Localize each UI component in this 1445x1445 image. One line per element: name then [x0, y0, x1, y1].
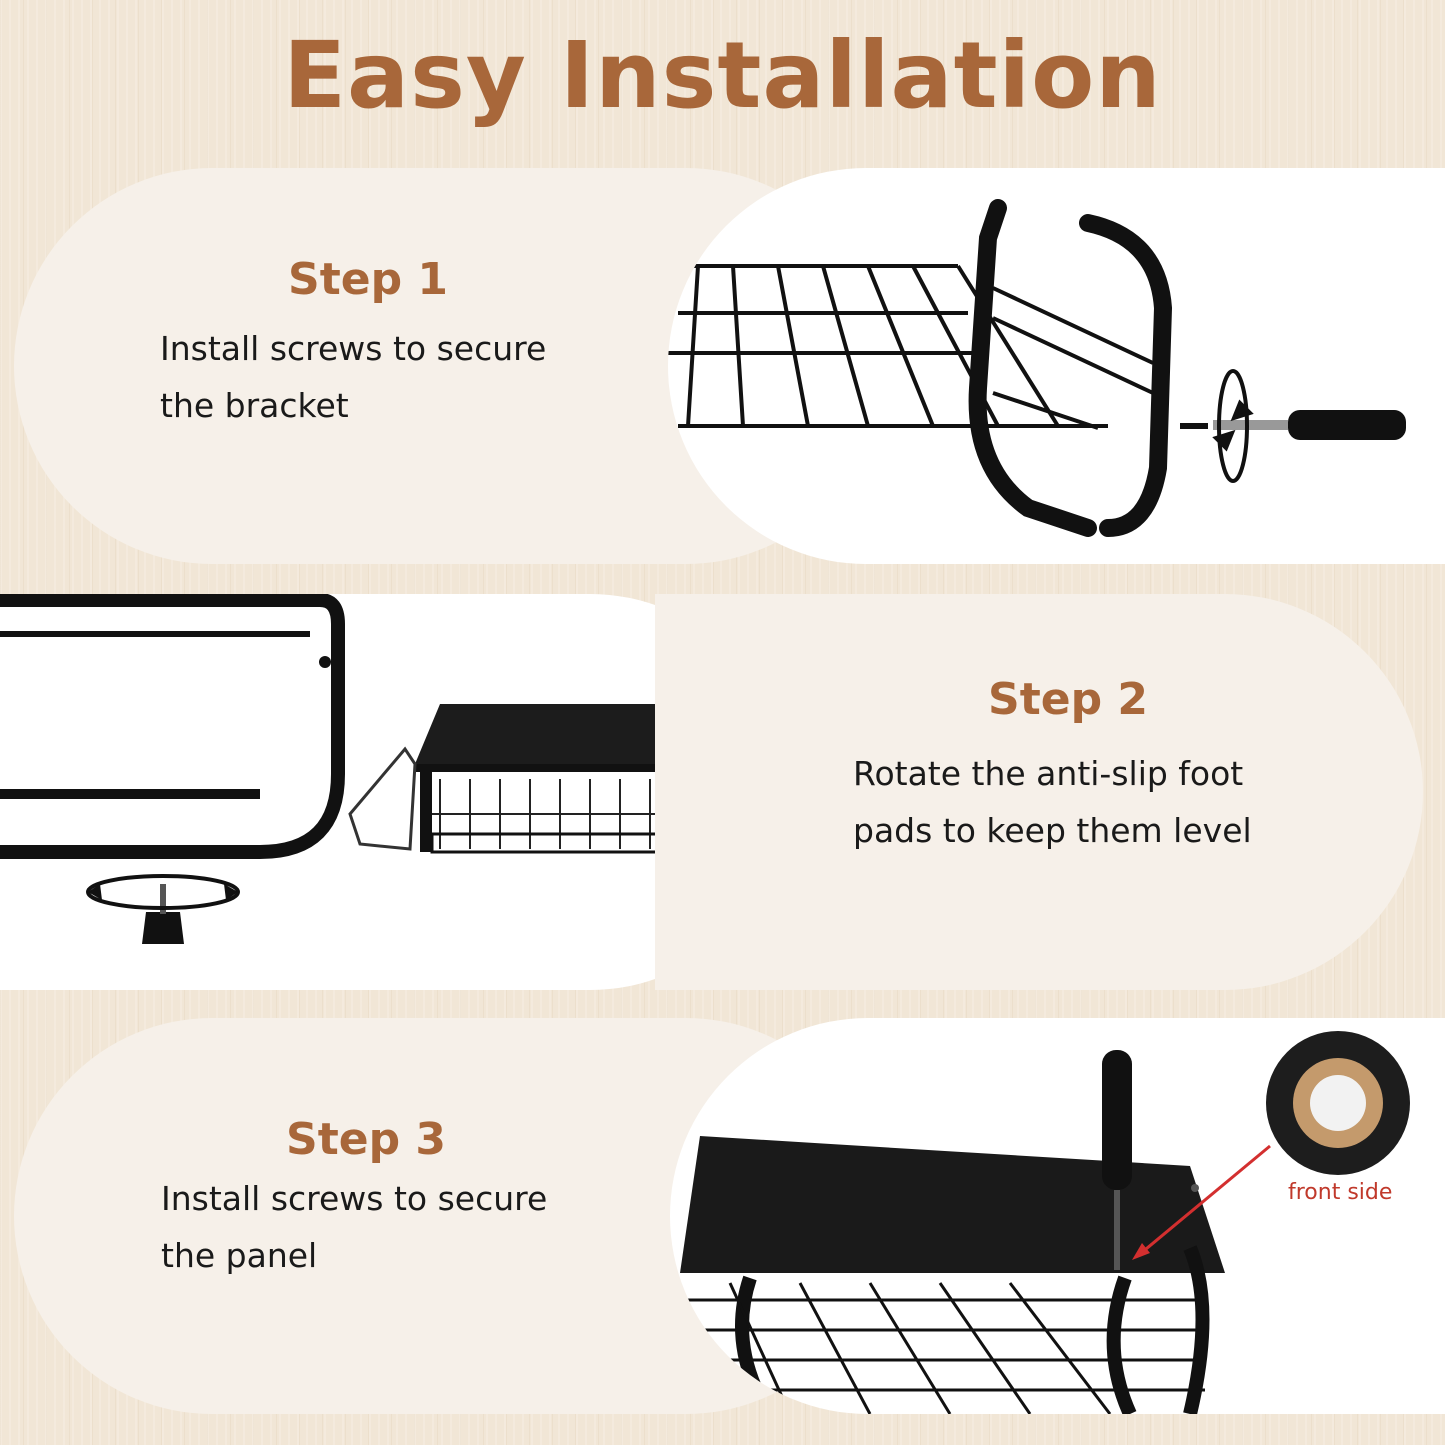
screwdriver-icon — [1180, 410, 1406, 440]
step-2-description: Rotate the anti-slip foot pads to keep t… — [853, 754, 1252, 850]
step-1-photo — [668, 168, 1445, 564]
foot-pad-icon — [86, 874, 240, 944]
wire-shelf-illustration — [668, 264, 1108, 428]
step-3-title: Step 3 — [286, 1114, 446, 1165]
bracket-illustration — [968, 199, 1173, 537]
panel-illustration — [680, 1136, 1225, 1414]
step-1-title: Step 1 — [288, 254, 448, 305]
step-3-photo — [670, 1018, 1445, 1414]
step-1-description: Install screws to secure the bracket — [160, 329, 547, 425]
rotate-arrow-icon — [1212, 369, 1254, 483]
step-2-card — [655, 594, 1423, 990]
frame-illustration — [0, 594, 345, 859]
foot-pad-detail-icon — [1266, 1031, 1410, 1175]
step-3-description: Install screws to secure the panel — [161, 1179, 548, 1275]
screwdriver-icon — [1102, 1050, 1132, 1270]
page-title: Easy Installation — [283, 22, 1162, 129]
front-side-label: front side — [1288, 1180, 1393, 1205]
step-2-title: Step 2 — [988, 674, 1148, 725]
